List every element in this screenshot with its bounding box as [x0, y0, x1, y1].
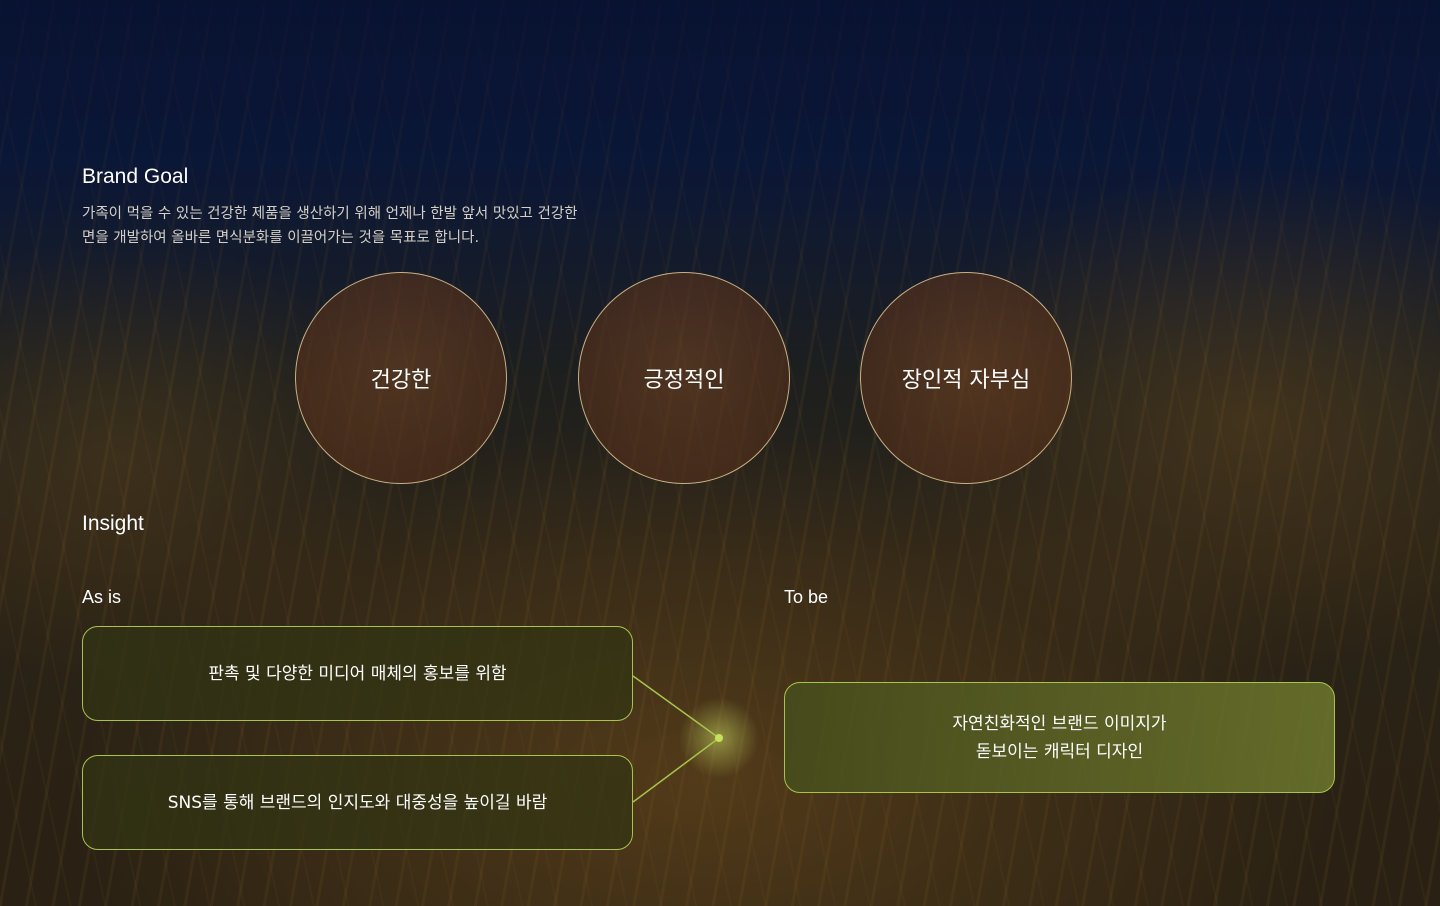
brand-goal-description: 가족이 먹을 수 있는 건강한 제품을 생산하기 위해 언제나 한발 앞서 맛있…	[82, 202, 642, 250]
as-is-box-awareness: SNS를 통해 브랜드의 인지도와 대중성을 높이길 바람	[82, 755, 633, 850]
brand-goal-description-line-2: 면을 개발하여 올바른 면식분화를 이끌어가는 것을 목표로 합니다.	[82, 230, 480, 246]
connector-line-top	[632, 675, 720, 739]
to-be-line-1: 자연친화적인 브랜드 이미지가	[952, 713, 1167, 734]
value-label: 장인적 자부심	[901, 368, 1031, 393]
brand-goal-description-line-1: 가족이 먹을 수 있는 건강한 제품을 생산하기 위해 언제나 한발 앞서 맛있…	[82, 206, 578, 222]
connector-line-bottom	[632, 737, 720, 803]
to-be-text: 자연친화적인 브랜드 이미지가 돋보이는 캐릭터 디자인	[952, 710, 1166, 766]
to-be-line-2: 돋보이는 캐릭터 디자인	[975, 741, 1144, 762]
to-be-label: To be	[784, 587, 829, 607]
value-label: 긍정적인	[643, 368, 725, 393]
brand-goal-title: Brand Goal	[82, 165, 189, 188]
as-is-box-promotion: 판촉 및 다양한 미디어 매체의 홍보를 위함	[82, 626, 633, 721]
to-be-box: 자연친화적인 브랜드 이미지가 돋보이는 캐릭터 디자인	[784, 682, 1335, 793]
value-circle-healthy: 건강한	[295, 272, 507, 484]
value-label: 건강한	[370, 368, 432, 393]
as-is-item-text: SNS를 통해 브랜드의 인지도와 대중성을 높이길 바람	[167, 792, 548, 813]
connector-node	[715, 734, 723, 742]
value-circle-positive: 긍정적인	[578, 272, 790, 484]
as-is-label: As is	[82, 587, 122, 607]
insight-title: Insight	[82, 512, 144, 535]
value-circle-pride: 장인적 자부심	[860, 272, 1072, 484]
as-is-item-text: 판촉 및 다양한 미디어 매체의 홍보를 위함	[208, 663, 507, 684]
